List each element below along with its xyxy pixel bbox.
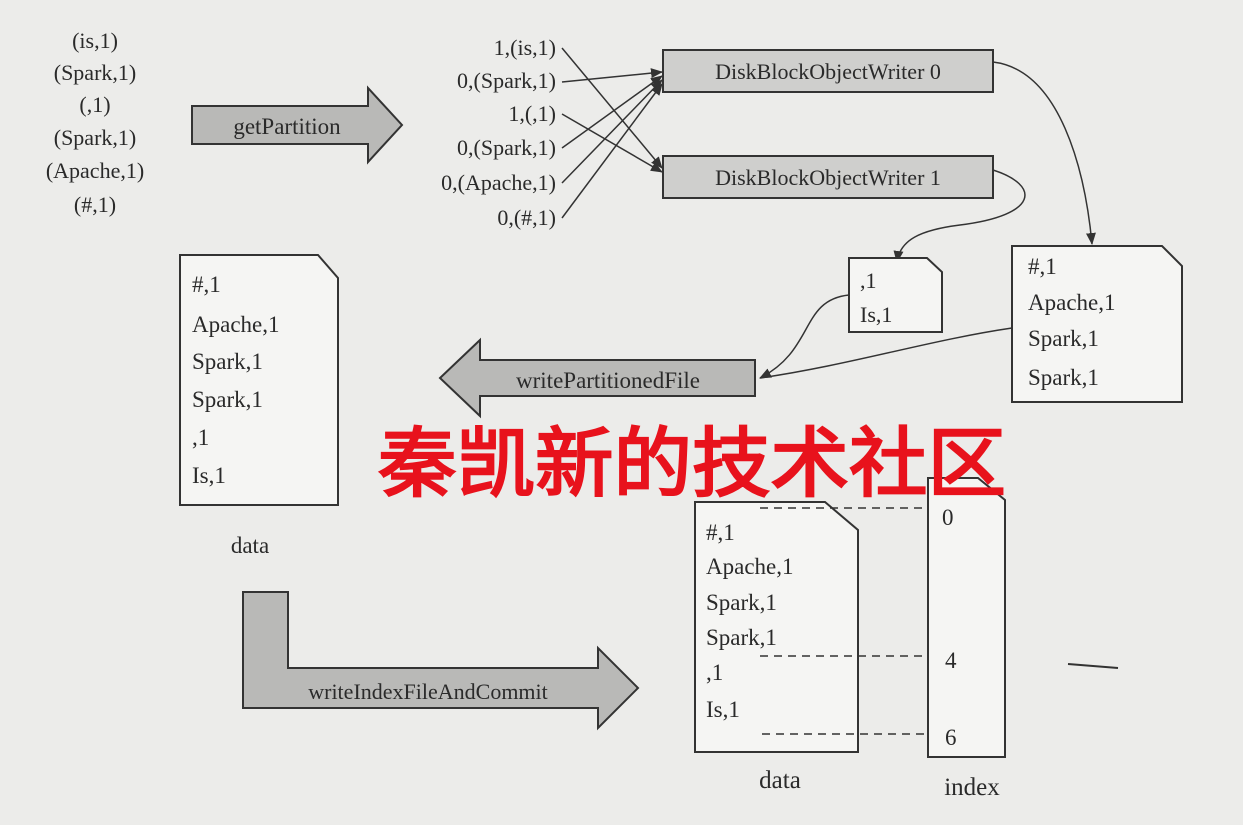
index-value: 6	[945, 725, 957, 750]
data-entry: ,1	[192, 425, 209, 450]
write-index-label: writeIndexFileAndCommit	[308, 679, 548, 704]
data-entry: Spark,1	[192, 349, 263, 374]
input-records: (is,1) (Spark,1) (,1) (Spark,1) (Apache,…	[46, 28, 144, 217]
partition-0-merge-curve	[759, 327, 1013, 379]
partition-1-file: ,1 Is,1	[848, 257, 943, 333]
offset-guides	[760, 507, 928, 735]
data-entry: Apache,1	[192, 312, 280, 337]
file-entry: Apache,1	[1028, 290, 1116, 315]
index-value: 0	[942, 505, 954, 530]
final-data-entry: Spark,1	[706, 625, 777, 650]
routing-lines	[561, 47, 663, 219]
final-data-entry: Spark,1	[706, 590, 777, 615]
input-record: (Spark,1)	[54, 60, 136, 85]
partitioned-record: 0,(Spark,1)	[457, 68, 556, 93]
partitioned-records: 1,(is,1) 0,(Spark,1) 1,(,1) 0,(Spark,1) …	[441, 35, 556, 230]
data-file: #,1 Apache,1 Spark,1 Spark,1 ,1 Is,1	[179, 254, 339, 506]
partition-0-file: #,1 Apache,1 Spark,1 Spark,1	[1011, 245, 1183, 403]
final-data-entry: #,1	[706, 520, 735, 545]
final-data-entry: Is,1	[706, 697, 740, 722]
data-entry: Spark,1	[192, 387, 263, 412]
input-record: (,1)	[79, 92, 110, 117]
data-file-label: data	[231, 533, 269, 558]
final-data-file-label: data	[759, 767, 801, 794]
input-record: (is,1)	[72, 28, 118, 53]
final-data-file: #,1 Apache,1 Spark,1 Spark,1 ,1 Is,1	[694, 501, 859, 753]
index-file: 0 4 6	[927, 477, 1006, 758]
input-record: (Spark,1)	[54, 125, 136, 150]
index-file-label: index	[944, 774, 1000, 801]
write-partitioned-file-label: writePartitionedFile	[516, 368, 700, 393]
final-data-entry: Apache,1	[706, 554, 794, 579]
writer-0-label: DiskBlockObjectWriter 0	[715, 59, 941, 84]
partitioned-record: 0,(#,1)	[497, 205, 556, 230]
partitioned-record: 1,(is,1)	[494, 35, 556, 60]
disk-block-object-writer-1: DiskBlockObjectWriter 1	[662, 155, 994, 199]
file-entry: #,1	[1028, 254, 1057, 279]
file-entry: Spark,1	[1028, 326, 1099, 351]
partitioned-record: 1,(,1)	[508, 101, 556, 126]
partition-1-merge-curve	[759, 294, 850, 379]
partitioned-record: 0,(Spark,1)	[457, 135, 556, 160]
write-index-arrow: writeIndexFileAndCommit	[242, 591, 640, 731]
write-partitioned-file-arrow: writePartitionedFile	[438, 337, 756, 419]
disk-block-object-writer-0: DiskBlockObjectWriter 0	[662, 49, 994, 93]
partitioned-record: 0,(Apache,1)	[441, 170, 556, 195]
writer-1-label: DiskBlockObjectWriter 1	[715, 165, 941, 190]
input-record: (Apache,1)	[46, 158, 144, 183]
data-entry: Is,1	[192, 463, 226, 488]
get-partition-arrow: getPartition	[191, 85, 404, 165]
file-entry: Spark,1	[1028, 365, 1099, 390]
final-data-entry: ,1	[706, 660, 723, 685]
writer-1-to-file-curve	[893, 169, 1026, 263]
index-value: 4	[945, 648, 957, 673]
file-entry: ,1	[860, 268, 877, 293]
stray-mark	[1067, 663, 1119, 669]
data-entry: #,1	[192, 272, 221, 297]
get-partition-label: getPartition	[233, 114, 341, 139]
watermark: 秦凯新的技术社区	[377, 419, 1006, 508]
writer-0-to-file-curve	[992, 61, 1096, 245]
input-record: (#,1)	[74, 192, 116, 217]
file-entry: Is,1	[860, 302, 892, 327]
